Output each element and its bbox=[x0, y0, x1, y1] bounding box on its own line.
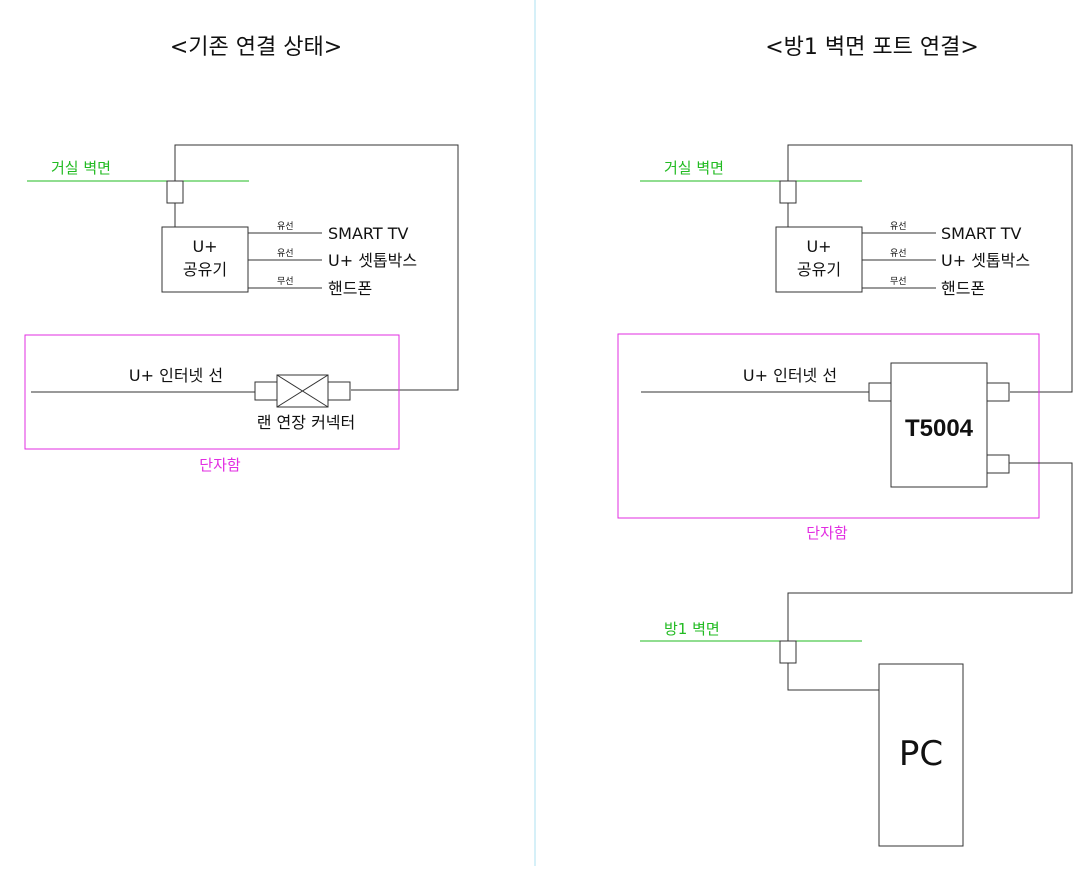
left-conn2-tag: 유선 bbox=[277, 248, 294, 259]
left-router-label-line2: 공유기 bbox=[183, 260, 227, 279]
right-title: <방1 벽면 포트 연결> bbox=[765, 35, 979, 60]
left-wall-port bbox=[166, 180, 184, 204]
left-title: <기존 연결 상태> bbox=[170, 35, 342, 60]
left-extender-plug-left bbox=[254, 381, 278, 401]
left-extender-plug-right bbox=[327, 381, 351, 401]
left-cabinet-label: 단자함 bbox=[199, 456, 241, 474]
right-conn1-tag: 유선 bbox=[890, 221, 907, 232]
left-conn3-device: 핸드폰 bbox=[328, 279, 372, 298]
right-pc-box bbox=[878, 663, 964, 847]
right-switch-port-in bbox=[868, 382, 892, 402]
right-cabinet-label: 단자함 bbox=[806, 524, 848, 542]
right-panel: <방1 벽면 포트 연결> 거실 벽면 U+ 공유기 유선 SMART TV 유… bbox=[617, 35, 1073, 847]
right-pc-cable bbox=[787, 663, 879, 691]
right-living-wall-label: 거실 벽면 bbox=[664, 159, 724, 177]
right-router-box bbox=[775, 226, 863, 293]
right-internet-cable-label: U+ 인터넷 선 bbox=[743, 366, 837, 385]
left-conn1-device: SMART TV bbox=[328, 224, 408, 243]
left-conn3-tag: 무선 bbox=[277, 276, 294, 287]
right-router-label-line1: U+ bbox=[806, 237, 831, 256]
right-conn1-device: SMART TV bbox=[941, 224, 1021, 243]
left-conn1-tag: 유선 bbox=[277, 221, 294, 232]
right-conn3-tag: 무선 bbox=[890, 276, 907, 287]
left-internet-cable-label: U+ 인터넷 선 bbox=[129, 366, 223, 385]
right-switch-port-out2 bbox=[986, 454, 1010, 474]
right-conn3-device: 핸드폰 bbox=[941, 279, 985, 298]
left-conn2-device: U+ 셋톱박스 bbox=[328, 251, 417, 270]
right-cabinet-box bbox=[617, 333, 1040, 519]
right-conn2-tag: 유선 bbox=[890, 248, 907, 259]
right-switch-label: T5004 bbox=[905, 415, 974, 442]
left-router-label-line1: U+ bbox=[192, 237, 217, 256]
left-wall-cable bbox=[174, 144, 459, 391]
right-router-label-line2: 공유기 bbox=[797, 260, 841, 279]
right-pc-label: PC bbox=[899, 734, 943, 774]
right-switch-body bbox=[890, 362, 988, 488]
left-living-wall-label: 거실 벽면 bbox=[51, 159, 111, 177]
right-room-cable bbox=[787, 462, 1073, 641]
right-wall-cable bbox=[787, 144, 1073, 393]
left-panel: <기존 연결 상태> 거실 벽면 U+ 공유기 유선 SMART TV 유선 U… bbox=[24, 35, 459, 474]
left-cabinet-box bbox=[24, 334, 400, 450]
left-router-box bbox=[161, 226, 249, 293]
right-room1-wall-port bbox=[779, 640, 797, 664]
left-extender-cross-b bbox=[276, 374, 329, 408]
right-switch-port-out1 bbox=[986, 382, 1010, 402]
left-extender-label: 랜 연장 커넥터 bbox=[257, 413, 356, 432]
right-room1-wall-label: 방1 벽면 bbox=[664, 620, 720, 638]
right-conn2-device: U+ 셋톱박스 bbox=[941, 251, 1030, 270]
right-wall-port bbox=[779, 180, 797, 204]
